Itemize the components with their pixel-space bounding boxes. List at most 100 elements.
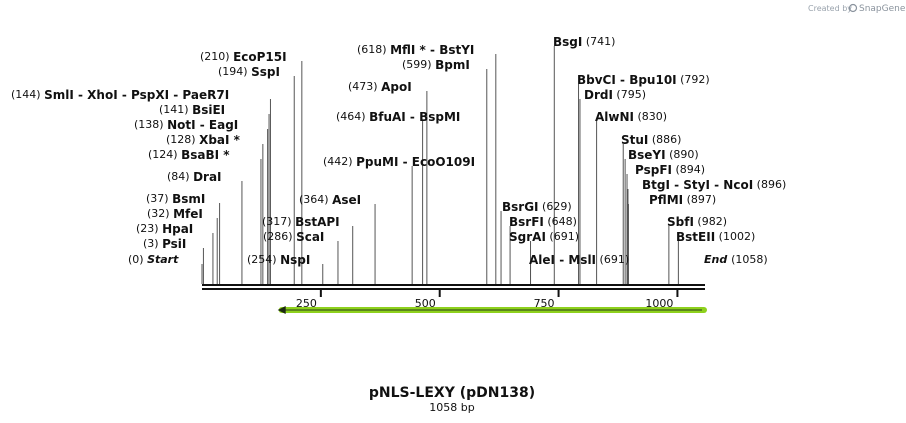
end-name: End [704,253,731,266]
enzyme-label: (317) BstAPI [262,215,340,229]
sequence-backbone [202,284,705,290]
start-position: (0) [128,253,147,266]
enzyme-name: EcoP15I [233,50,287,64]
enzyme-name: NspI [280,253,310,267]
cut-position: (473) [348,80,381,93]
snapgene-logo-icon [848,3,858,13]
start-name: Start [147,253,179,266]
enzyme-label: (23) HpaI [136,222,193,236]
enzyme-label: BseYI (890) [628,148,699,162]
enzyme-separator: - [616,73,629,87]
enzyme-label: BstEII (1002) [676,230,755,244]
enzyme-name: AlwNI [595,110,634,124]
enzyme-name: PpuMI [356,155,398,169]
enzyme-label: (37) BsmI [146,192,205,206]
snapgene-credit: Created by SnapGene [808,3,906,14]
cut-position: (317) [262,215,295,228]
enzyme-name: MflI * [390,43,426,57]
enzyme-name: BtgI [642,178,670,192]
enzyme-name: NcoI [723,178,753,192]
cut-position: (254) [247,253,280,266]
cut-position: (3) [143,237,162,250]
feature-arrow [277,306,707,314]
enzyme-name: BseYI [628,148,666,162]
cut-position: (982) [694,215,727,228]
enzyme-separator: - [118,88,131,102]
enzyme-separator: - [710,178,723,192]
enzyme-name: SgrAI [509,230,546,244]
enzyme-label: PflMI (897) [649,193,716,207]
cut-position: (286) [263,230,296,243]
enzyme-name: BpmI [435,58,470,72]
plasmid-size: 1058 bp [429,401,474,414]
cut-position: (618) [357,43,390,56]
ruler-tick-label: 750 [534,297,555,310]
enzyme-label: (254) NspI [247,253,310,267]
cut-position: (364) [299,193,332,206]
enzyme-name: NotI [167,118,196,132]
enzyme-separator: - [398,155,411,169]
enzyme-name: AseI [332,193,361,207]
enzyme-label: BsrFI (648) [509,215,577,229]
enzyme-name: PflMI [649,193,683,207]
enzyme-name: BstEII [676,230,715,244]
enzyme-name: ApoI [381,80,412,94]
cut-position: (194) [218,65,251,78]
end-position: (1058) [731,253,768,266]
enzyme-name: BfuAI [369,110,406,124]
cut-position: (894) [672,163,705,176]
cut-position: (886) [648,133,681,146]
enzyme-label: (618) MflI * - BstYI [357,43,474,57]
cut-position: (830) [634,110,667,123]
enzyme-label: DrdI (795) [584,88,646,102]
cut-position: (648) [544,215,577,228]
enzyme-label: (364) AseI [299,193,361,207]
cut-position: (691) [546,230,579,243]
cut-position: (138) [134,118,167,131]
ruler-tick-label: 1000 [645,297,673,310]
cut-position: (795) [613,88,646,101]
enzyme-name: EagI [209,118,238,132]
enzyme-name: EcoO109I [412,155,475,169]
enzyme-name: SspI [251,65,280,79]
enzyme-name: BsmI [172,192,205,206]
enzyme-name: PsiI [162,237,186,251]
enzyme-label: (210) EcoP15I [200,50,287,64]
cut-position: (464) [336,110,369,123]
enzyme-name: DraI [193,170,221,184]
enzyme-name: BsaBI * [181,148,230,162]
enzyme-label: (124) BsaBI * [148,148,230,162]
enzyme-separator: - [406,110,419,124]
enzyme-label: (144) SmlI - XhoI - PspXI - PaeR7I [11,88,229,102]
enzyme-label: AleI - MslI (691) [529,253,629,267]
enzyme-name: AleI [529,253,555,267]
cut-position: (37) [146,192,172,205]
enzyme-label: PspFI (894) [635,163,705,177]
enzyme-name: StuI [621,133,648,147]
enzyme-name: HpaI [162,222,193,236]
enzyme-label: BbvCI - Bpu10I (792) [577,73,710,87]
ruler-tick-label: 500 [415,297,436,310]
cut-position: (896) [753,178,786,191]
enzyme-label: StuI (886) [621,133,681,147]
enzyme-name: PaeR7I [182,88,229,102]
enzyme-name: PspFI [635,163,672,177]
enzyme-name: BsrFI [509,215,544,229]
start-label: (0) Start [128,253,179,266]
cut-position: (128) [166,133,199,146]
enzyme-name: BbvCI [577,73,616,87]
enzyme-name: PspXI [131,88,169,102]
enzyme-name: BsrGI [502,200,539,214]
cut-position: (741) [582,35,615,48]
credit-brand: SnapGene [859,4,906,14]
cut-position: (1002) [715,230,755,243]
enzyme-label: (473) ApoI [348,80,412,94]
cut-position: (32) [147,207,173,220]
enzyme-label: (32) MfeI [147,207,203,221]
cut-position: (23) [136,222,162,235]
enzyme-label: (128) XbaI * [166,133,241,147]
enzyme-label: BsgI (741) [553,35,615,49]
cut-position: (629) [539,200,572,213]
enzyme-separator: - [555,253,568,267]
